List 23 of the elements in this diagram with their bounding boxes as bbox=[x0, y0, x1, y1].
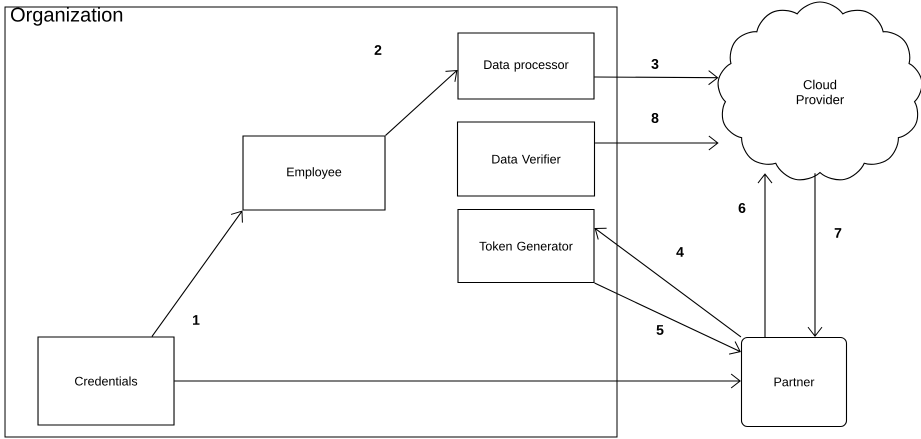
edge-label: 1 bbox=[191, 314, 201, 326]
arrow bbox=[385, 70, 458, 136]
arrow bbox=[174, 374, 741, 388]
process-box: Credentials bbox=[37, 336, 175, 426]
arrow bbox=[595, 136, 719, 150]
edge-label: 7 bbox=[833, 227, 843, 239]
edge-label: 4 bbox=[675, 246, 685, 258]
process-box: Data processor bbox=[457, 32, 595, 100]
edge-label: 5 bbox=[655, 324, 665, 336]
process-box: Data Verifier bbox=[456, 121, 596, 197]
edge-label: 8 bbox=[650, 112, 660, 124]
arrow bbox=[758, 173, 772, 337]
arrow bbox=[152, 210, 243, 337]
arrow bbox=[594, 70, 718, 86]
edge-label: 3 bbox=[650, 58, 660, 70]
process-box: Employee bbox=[242, 135, 386, 211]
edge-label: 6 bbox=[737, 202, 747, 214]
rounded-box: Partner bbox=[740, 336, 848, 428]
arrow bbox=[594, 282, 741, 355]
arrow bbox=[594, 228, 742, 338]
edge-label: 2 bbox=[373, 44, 383, 56]
arrow bbox=[808, 173, 822, 337]
process-box: Token Generator bbox=[457, 208, 595, 284]
